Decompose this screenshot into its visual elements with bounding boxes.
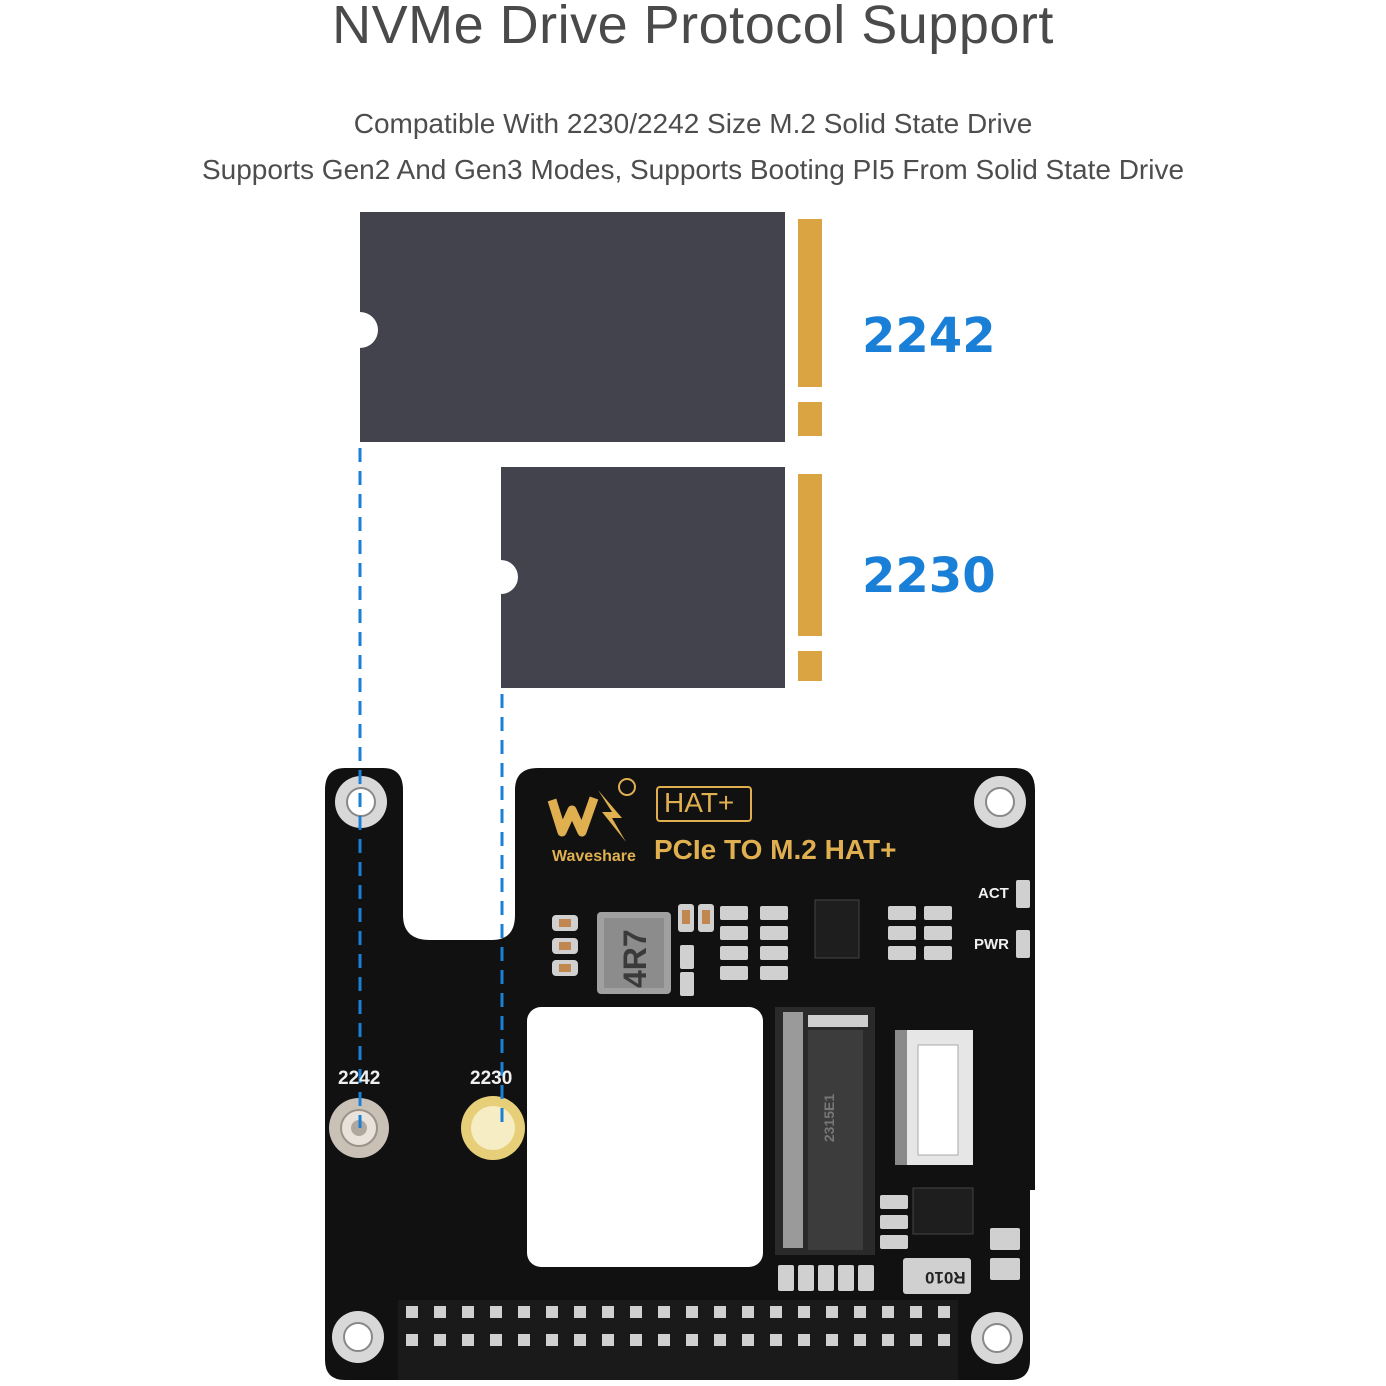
gpio-pin xyxy=(658,1334,670,1346)
controller-ic xyxy=(814,899,860,959)
subtitle-compatibility: Compatible With 2230/2242 Size M.2 Solid… xyxy=(353,108,1033,139)
hat-badge: HAT+ xyxy=(664,787,735,818)
product-name: PCIe TO M.2 HAT+ xyxy=(654,834,897,865)
gpio-pin xyxy=(406,1306,418,1318)
led-act-label: ACT xyxy=(978,885,1009,902)
gpio-pin xyxy=(798,1306,810,1318)
gpio-pin xyxy=(518,1306,530,1318)
mount-hole-top-right xyxy=(974,776,1026,828)
pcie-ffc-connector xyxy=(895,1030,973,1165)
gpio-pin xyxy=(714,1306,726,1318)
gpio-pin xyxy=(826,1334,838,1346)
gpio-pin xyxy=(630,1334,642,1346)
gpio-pin xyxy=(798,1334,810,1346)
mount-hole-bottom-right xyxy=(971,1312,1023,1364)
ssd-2230 xyxy=(501,467,822,688)
smd-components xyxy=(552,880,1030,1294)
gpio-header xyxy=(398,1300,958,1380)
gpio-pin xyxy=(630,1306,642,1318)
gpio-pin xyxy=(714,1334,726,1346)
gpio-pin xyxy=(406,1334,418,1346)
gpio-pin xyxy=(770,1306,782,1318)
gpio-pin xyxy=(910,1334,922,1346)
pcb-board xyxy=(325,768,1035,1380)
brand-name: Waveshare xyxy=(552,848,636,865)
gpio-pin xyxy=(910,1306,922,1318)
gpio-pin xyxy=(462,1334,474,1346)
subtitle-modes: Supports Gen2 And Gen3 Modes, Supports B… xyxy=(201,154,1185,185)
waveshare-logo-icon xyxy=(547,790,626,842)
gpio-pin xyxy=(658,1306,670,1318)
gpio-pin xyxy=(854,1334,866,1346)
connector-code: 2315E1 xyxy=(821,1093,838,1143)
pcb-cutout xyxy=(527,1007,763,1267)
mount-label-2230: 2230 xyxy=(470,1068,513,1089)
standoff-2230 xyxy=(461,1096,525,1160)
gpio-pin xyxy=(490,1306,502,1318)
gpio-pin xyxy=(938,1334,950,1346)
led-pwr-label: PWR xyxy=(974,936,1009,953)
inductor-code: 4R7 xyxy=(617,929,653,988)
page-title: NVMe Drive Protocol Support xyxy=(332,0,1054,55)
gpio-pin xyxy=(434,1334,446,1346)
gpio-pin xyxy=(938,1306,950,1318)
regulator-ic xyxy=(912,1187,974,1235)
gpio-pin xyxy=(490,1334,502,1346)
gpio-pin xyxy=(574,1306,586,1318)
mount-hole-bottom-left xyxy=(332,1311,384,1363)
gpio-pin xyxy=(518,1334,530,1346)
gpio-pin xyxy=(574,1334,586,1346)
hat-badge-frame xyxy=(656,786,752,822)
label-2230: 2230 xyxy=(862,548,996,604)
ssd-2242 xyxy=(360,212,822,442)
label-2242: 2242 xyxy=(862,308,996,364)
gpio-pin xyxy=(854,1306,866,1318)
gpio-pin xyxy=(462,1306,474,1318)
gpio-pin xyxy=(686,1306,698,1318)
mount-label-2242: 2242 xyxy=(338,1068,381,1089)
gpio-pin xyxy=(742,1306,754,1318)
gpio-pin xyxy=(882,1306,894,1318)
gpio-pin xyxy=(602,1334,614,1346)
mount-hole-top-left xyxy=(335,776,387,828)
gpio-pin xyxy=(742,1334,754,1346)
gpio-pin xyxy=(546,1306,558,1318)
inductor xyxy=(597,912,671,994)
gpio-pin xyxy=(546,1334,558,1346)
resistor-code: R010 xyxy=(925,1268,966,1287)
m2-slot-connector xyxy=(775,1007,875,1255)
gpio-pin xyxy=(770,1334,782,1346)
gpio-pin xyxy=(826,1306,838,1318)
registered-mark-icon xyxy=(618,778,636,796)
gpio-pin xyxy=(686,1334,698,1346)
gpio-pin xyxy=(434,1306,446,1318)
gpio-pin xyxy=(602,1306,614,1318)
gpio-pin xyxy=(882,1334,894,1346)
